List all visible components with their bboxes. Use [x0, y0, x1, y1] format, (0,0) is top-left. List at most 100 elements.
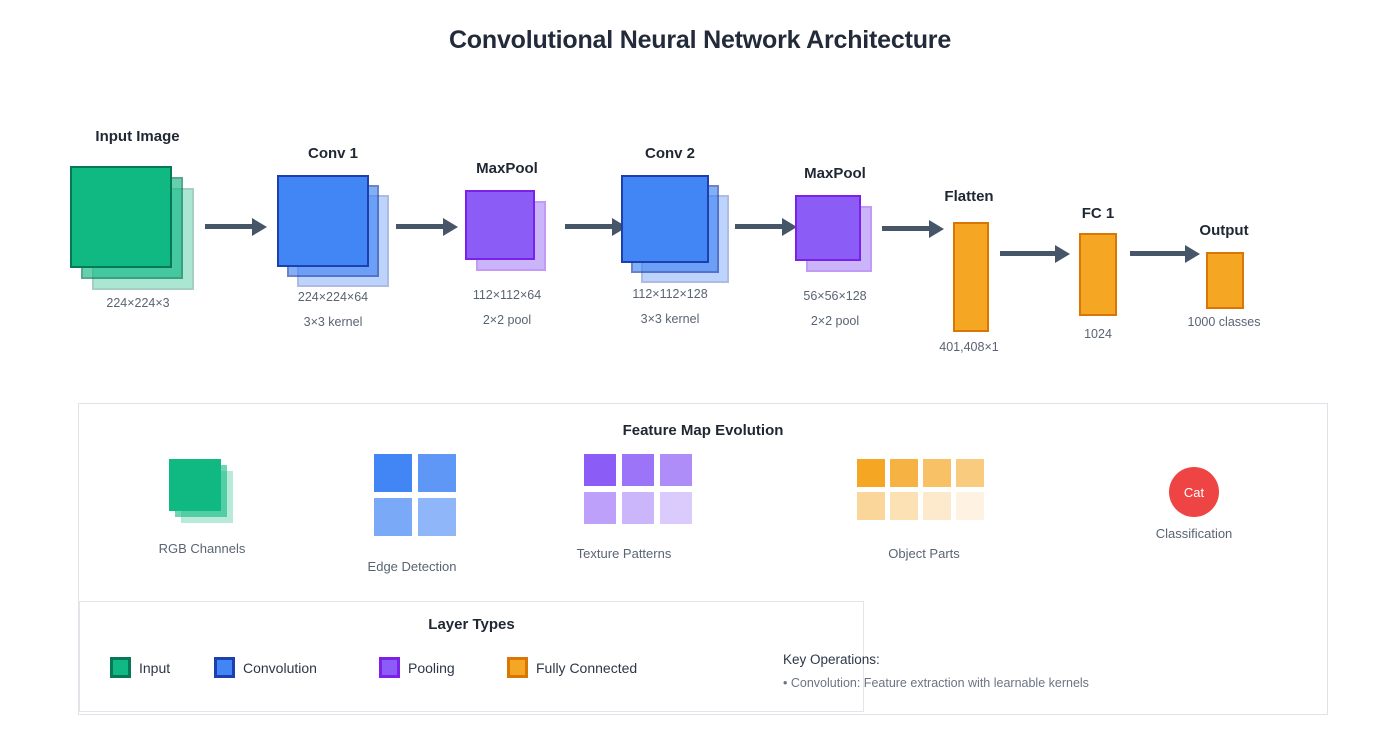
legend-item-convolution[interactable]: Convolution: [214, 657, 317, 678]
page-title: Convolutional Neural Network Architectur…: [448, 26, 952, 54]
layer-title: Conv 1: [307, 145, 359, 162]
feature-stage-label: RGB Channels: [158, 541, 246, 556]
flow-arrow: [1130, 245, 1200, 263]
feature-cell: [857, 459, 885, 487]
convolution-swatch-icon: [214, 657, 235, 678]
feature-cell: [890, 492, 918, 520]
input-swatch-icon: [110, 657, 131, 678]
input-image-stack: [70, 166, 205, 290]
key-operations-title: Key Operations:: [783, 652, 880, 667]
pooling-swatch-icon: [379, 657, 400, 678]
feature-stage-classification[interactable]: Cat Classification: [1099, 464, 1289, 584]
feature-cell: [890, 459, 918, 487]
layer-conv-2[interactable]: Conv 2 112×112×128 3×3 kernel: [621, 145, 729, 335]
classification-badge-label: Cat: [1183, 484, 1205, 500]
feature-cell: [956, 492, 984, 520]
feature-stage-edge-detection[interactable]: Edge Detection: [319, 454, 494, 584]
flow-arrow: [1000, 245, 1070, 263]
layer-sublabel: 3×3 kernel: [303, 315, 363, 329]
flow-arrow: [205, 218, 267, 236]
feature-cell: [857, 492, 885, 520]
feature-cell: [374, 498, 412, 536]
feature-cell: [923, 459, 951, 487]
layer-title: Flatten: [944, 188, 994, 205]
feature-stage-label: Object Parts: [888, 546, 960, 561]
layer-flatten[interactable]: Flatten 401,408×1: [936, 188, 1006, 354]
feature-card: [169, 459, 221, 511]
feature-cell: [622, 454, 654, 486]
feature-cell: [584, 454, 616, 486]
rgb-channel-stack: [169, 459, 239, 529]
layer-maxpool-1[interactable]: MaxPool 112×112×64 2×2 pool: [465, 160, 565, 340]
layer-title: FC 1: [1081, 205, 1115, 222]
conv2-stack: [621, 175, 729, 283]
feature-stage-texture-patterns[interactable]: Texture Patterns: [539, 454, 729, 579]
layer-sublabel: 224×224×3: [106, 296, 170, 310]
layer-sublabel: 2×2 pool: [810, 314, 860, 328]
feature-stage-label: Texture Patterns: [576, 546, 672, 561]
feature-card: [795, 195, 861, 261]
feature-map-evolution-panel: Feature Map Evolution RGB Channels Edge …: [78, 403, 1328, 715]
feature-cell: [584, 492, 616, 524]
feature-stage-object-parts[interactable]: Object Parts: [839, 459, 1029, 579]
legend-item-pooling[interactable]: Pooling: [379, 657, 455, 678]
feature-card: [465, 190, 535, 260]
layer-sublabel: 2×2 pool: [482, 313, 532, 327]
layer-types-legend-panel: Layer Types Input Convolution Pooling Fu…: [79, 601, 864, 712]
layer-sublabel: 3×3 kernel: [640, 312, 700, 326]
legend-item-label: Input: [139, 659, 171, 676]
legend-item-label: Pooling: [408, 659, 455, 676]
layer-title: Conv 2: [644, 145, 696, 162]
maxpool1-stack: [465, 190, 565, 280]
legend-item-input[interactable]: Input: [110, 657, 170, 678]
layer-title: MaxPool: [476, 160, 538, 177]
fc1-bar: [1079, 233, 1117, 316]
layer-sublabel: 56×56×128: [803, 289, 867, 303]
layer-title: Input Image: [95, 128, 180, 145]
feature-card: [277, 175, 369, 267]
layer-fc-1[interactable]: FC 1 1024: [1068, 205, 1130, 355]
feature-stage-label: Edge Detection: [367, 559, 457, 574]
feature-cell: [923, 492, 951, 520]
legend-item-label: Fully Connected: [536, 659, 638, 676]
flow-arrow: [882, 220, 944, 238]
feature-cell: [418, 498, 456, 536]
feature-card: [70, 166, 172, 268]
feature-cell: [622, 492, 654, 524]
classification-badge: Cat: [1169, 467, 1219, 517]
flow-arrow: [565, 218, 627, 236]
object-parts-grid: [857, 459, 984, 520]
feature-cell: [956, 459, 984, 487]
key-operations-block: Key Operations: • Convolution: Feature e…: [783, 652, 1203, 690]
legend-item-fully-connected[interactable]: Fully Connected: [507, 657, 637, 678]
feature-panel-title: Feature Map Evolution: [622, 422, 784, 439]
texture-patterns-grid: [584, 454, 692, 524]
maxpool2-stack: [795, 195, 895, 285]
feature-cell: [660, 454, 692, 486]
key-operations-item: • Convolution: Feature extraction with l…: [783, 676, 1089, 690]
feature-cell: [418, 454, 456, 492]
layer-sublabel: 1024: [1084, 327, 1112, 341]
flatten-bar: [953, 222, 989, 332]
layer-input-image[interactable]: Input Image 224×224×3: [70, 128, 205, 310]
output-bar: [1206, 252, 1244, 309]
legend-item-label: Convolution: [243, 659, 317, 676]
feature-stage-rgb-channels[interactable]: RGB Channels: [124, 459, 279, 574]
conv1-stack: [277, 175, 392, 287]
fully-connected-swatch-icon: [507, 657, 528, 678]
feature-stage-label: Classification: [1155, 526, 1233, 541]
layer-sublabel: 401,408×1: [939, 340, 999, 354]
layer-output[interactable]: Output 1000 classes: [1176, 222, 1271, 352]
feature-cell: [374, 454, 412, 492]
layer-maxpool-2[interactable]: MaxPool 56×56×128 2×2 pool: [795, 165, 895, 345]
flow-arrow: [735, 218, 797, 236]
edge-detection-grid: [374, 454, 456, 536]
layer-title: Output: [1199, 222, 1249, 239]
layer-sublabel: 1000 classes: [1187, 315, 1261, 329]
layer-conv-1[interactable]: Conv 1 224×224×64 3×3 kernel: [277, 145, 392, 335]
layer-sublabel: 224×224×64: [297, 290, 369, 304]
feature-cell: [660, 492, 692, 524]
layer-title: MaxPool: [804, 165, 866, 182]
layer-sublabel: 112×112×128: [632, 287, 708, 301]
feature-card: [621, 175, 709, 263]
